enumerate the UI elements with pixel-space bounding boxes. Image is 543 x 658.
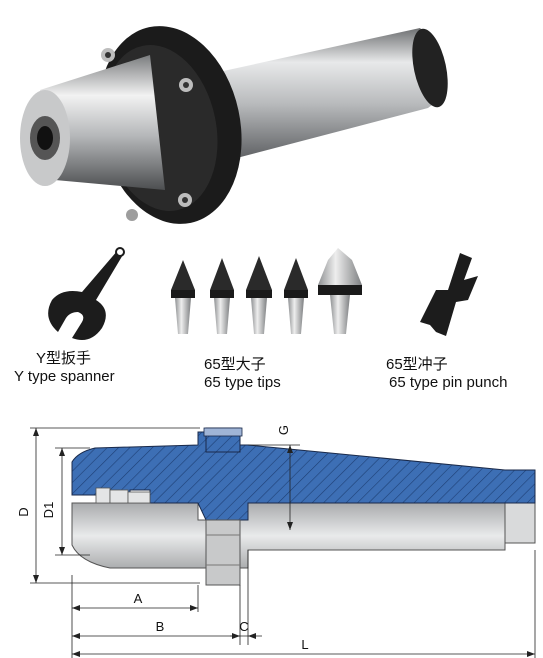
spanner-illustration [48,247,125,341]
caption-tips-en: 65 type tips [204,374,281,391]
dim-label-D1: D1 [41,502,56,519]
caption-spanner-cn: Y型扳手 [36,350,92,367]
dim-label-L: L [301,637,308,652]
pin-punch-illustration [420,253,478,336]
tips-illustration [165,240,377,340]
dim-label-A: A [134,591,143,606]
dim-label-G: G [276,425,291,435]
caption-pin-punch: 65型冲子 65 type pin punch [386,356,507,392]
caption-spanner-en: Y type spanner [14,368,115,385]
caption-pin-punch-cn: 65型冲子 [386,356,448,373]
caption-spanner: Y型扳手 Y type spanner [14,350,115,386]
caption-tips-cn: 65型大子 [204,356,266,373]
dim-label-B: B [156,619,165,634]
screw-icon [126,209,138,221]
dim-label-C: C [239,619,248,634]
technical-drawing: D D1 G A B C L [16,425,536,658]
caption-tips: 65型大子 65 type tips [204,356,281,392]
dim-label-D: D [16,507,31,516]
arbor-photo [20,26,448,224]
caption-pin-punch-en: 65 type pin punch [389,374,508,391]
